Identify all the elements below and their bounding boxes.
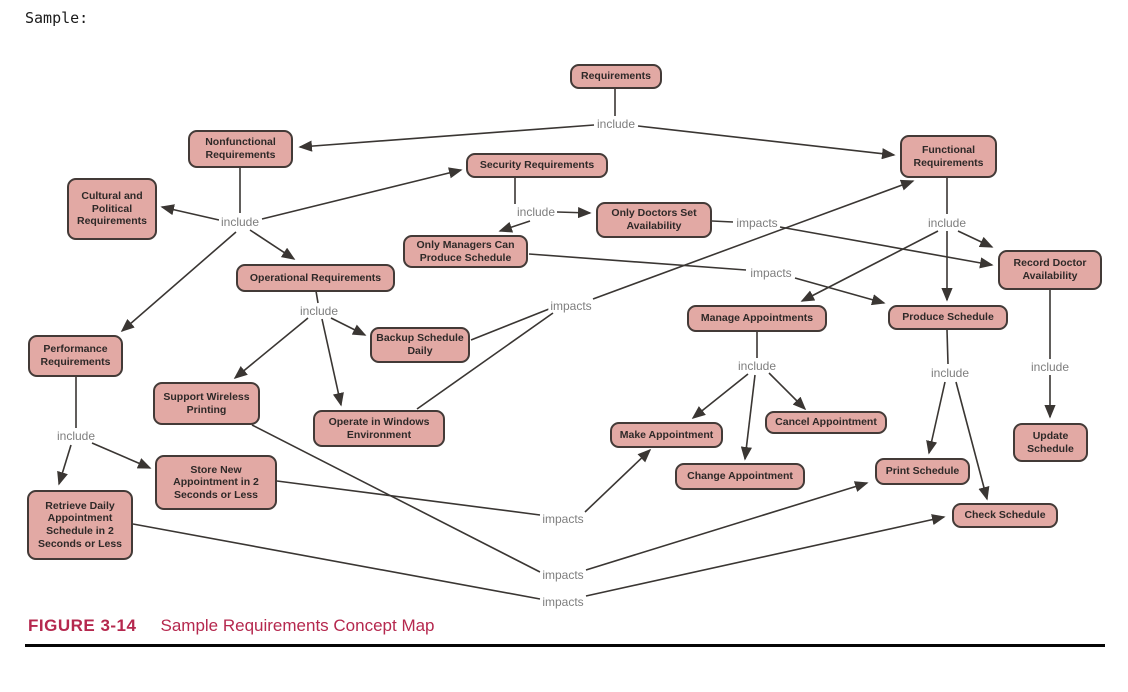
edge-label-include-performance: include [54,429,98,443]
node-operational-requirements: Operational Requirements [236,264,395,292]
edge-only-managers-impacts-produce-schedule [528,253,886,306]
edge-label-impacts-only-doctors: impacts [734,216,780,230]
node-label: Retrieve Daily Appointment Schedule in 2… [37,499,123,550]
node-label: Change Appointment [687,470,793,483]
node-backup-schedule-daily: Backup Schedule Daily [370,327,470,363]
edge-label-impacts-support-wireless: impacts [540,568,586,582]
node-security-requirements: Security Requirements [466,153,608,178]
edge-label-impacts-operational: impacts [548,299,594,313]
node-only-managers-can-produce-schedule: Only Managers Can Produce Schedule [403,235,528,268]
edges-from-requirements [298,89,896,160]
node-cultural-political-requirements: Cultural and Political Requirements [67,178,157,240]
node-label: Cancel Appointment [775,416,877,429]
node-nonfunctional-requirements: Nonfunctional Requirements [188,130,293,168]
node-label: Make Appointment [619,428,714,441]
node-update-schedule: Update Schedule [1013,423,1088,462]
node-label: Update Schedule [1027,429,1074,455]
node-manage-appointments: Manage Appointments [687,305,827,332]
node-check-schedule: Check Schedule [952,503,1058,528]
edges-from-operational-requirements [233,290,367,407]
node-label: Requirements [580,70,652,83]
edges-from-performance-requirements [57,377,152,486]
node-label: Print Schedule [885,465,960,478]
node-label: Record Doctor Availability [1013,257,1087,282]
node-retrieve-daily-appointment-schedule: Retrieve Daily Appointment Schedule in 2… [27,490,133,560]
node-label: Functional Requirements [913,143,984,169]
node-requirements: Requirements [570,64,662,89]
node-performance-requirements: Performance Requirements [28,335,123,377]
bottom-rule [25,644,1105,647]
edge-backup-operate-impacts-functional [416,179,915,410]
edge-label-include-requirements: include [594,117,638,131]
figure-caption: FIGURE 3-14 Sample Requirements Concept M… [28,616,435,636]
node-only-doctors-set-availability: Only Doctors Set Availability [596,202,712,238]
node-operate-in-windows-environment: Operate in Windows Environment [313,410,445,447]
edges-from-nonfunctional-requirements [120,167,463,333]
sample-label: Sample: [25,9,89,27]
edges-from-manage-appointments [691,332,807,461]
node-record-doctor-availability: Record Doctor Availability [998,250,1102,290]
edge-label-include-produce: include [928,366,972,380]
node-produce-schedule: Produce Schedule [888,305,1008,330]
node-label: Operational Requirements [249,271,382,284]
edges-from-produce-schedule [926,329,990,501]
node-label: Only Managers Can Produce Schedule [416,238,515,264]
node-label: Security Requirements [479,159,595,172]
node-support-wireless-printing: Support Wireless Printing [153,382,260,425]
node-label: Manage Appointments [700,312,814,325]
edge-label-include-functional: include [925,216,969,230]
edge-label-impacts-only-managers: impacts [748,266,794,280]
node-label: Backup Schedule Daily [376,332,464,357]
node-label: Store New Appointment in 2 Seconds or Le… [173,463,259,501]
node-label: Support Wireless Printing [163,390,250,416]
edge-store-new-impacts-make-appointment [276,448,652,516]
node-label: Performance Requirements [40,343,111,368]
edge-only-doctors-impacts-record-doctor [711,220,994,269]
node-label: Only Doctors Set Availability [611,207,697,232]
node-make-appointment: Make Appointment [610,422,723,448]
edge-label-include-operational: include [297,304,341,318]
edge-retrieve-daily-impacts-check-schedule [132,514,946,600]
figure-number: FIGURE 3-14 [28,616,137,635]
edge-support-wireless-impacts-print-schedule [251,424,869,573]
node-print-schedule: Print Schedule [875,458,970,485]
node-change-appointment: Change Appointment [675,463,805,490]
node-functional-requirements: Functional Requirements [900,135,997,178]
edge-label-include-nonfunctional: include [218,215,262,229]
node-cancel-appointment: Cancel Appointment [765,411,887,434]
node-label: Nonfunctional Requirements [205,136,276,161]
node-store-new-appointment: Store New Appointment in 2 Seconds or Le… [155,455,277,510]
figure-title: Sample Requirements Concept Map [160,616,435,635]
node-label: Cultural and Political Requirements [76,190,148,228]
node-label: Produce Schedule [902,311,994,324]
node-label: Check Schedule [964,509,1046,522]
node-label: Operate in Windows Environment [328,415,430,441]
edge-label-impacts-store-new: impacts [540,512,586,526]
edge-label-impacts-retrieve-daily: impacts [540,595,586,609]
edge-label-include-record: include [1028,360,1072,374]
edge-label-include-manage: include [735,359,779,373]
edges-from-functional-requirements [800,178,994,302]
edges-from-security-requirements [498,178,592,233]
edge-label-include-security: include [514,205,558,219]
